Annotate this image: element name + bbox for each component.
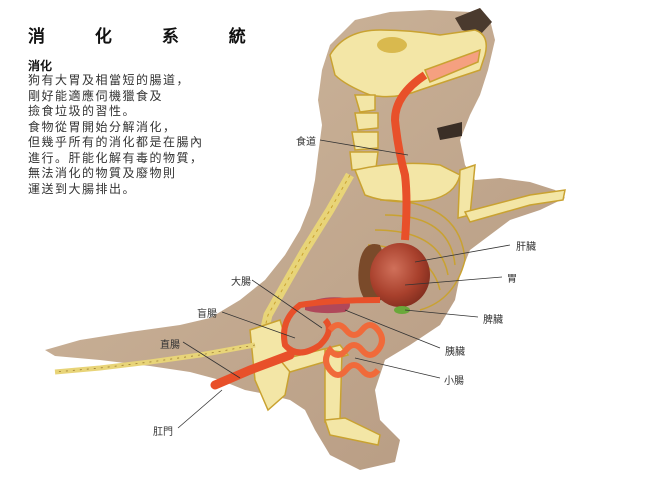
leader-lines — [177, 139, 511, 429]
label-large-intestine: 大腸 — [231, 277, 251, 288]
digestive-organs — [210, 71, 430, 390]
description-line: 運送到大腸排出。 — [28, 181, 137, 196]
label-stomach: 胃 — [507, 274, 517, 285]
rectum — [210, 350, 295, 390]
label-anus: 肛門 — [153, 427, 173, 438]
stomach — [370, 243, 430, 307]
description-text: 狗有大胃及相當短的腸道， 剛好能適應伺機獵食及 撿食垃圾的習性。 食物從胃開始分… — [28, 73, 204, 197]
fur-silhouette — [45, 8, 565, 470]
small-intestine — [323, 322, 385, 378]
label-esophagus: 食道 — [296, 137, 316, 148]
skeleton — [54, 29, 566, 446]
large-intestine — [281, 297, 381, 356]
description-line: 無法消化的物質及廢物則 — [28, 166, 177, 180]
spleen — [394, 306, 410, 314]
label-spleen: 脾臟 — [483, 315, 503, 326]
label-cecum: 盲腸 — [197, 309, 217, 320]
label-rectum: 直腸 — [160, 340, 180, 351]
esophagus — [390, 71, 428, 241]
label-liver: 肝臟 — [516, 242, 536, 253]
section-heading: 消化 — [28, 59, 53, 73]
label-pancreas: 胰臟 — [445, 347, 465, 358]
description-line: 食物從胃開始分解消化， — [28, 119, 177, 134]
description-line: 剛好能適應伺機獵食及 — [28, 88, 164, 103]
page-title: 消 化 系 統 — [28, 27, 268, 47]
description-line: 進行。肝能化解有毒的物質， — [28, 150, 204, 165]
description-line: 撿食垃圾的習性。 — [28, 104, 137, 118]
description-line: 狗有大胃及相當短的腸道， — [28, 73, 191, 87]
description-line: 但幾乎所有的消化都是在腸內 — [28, 135, 204, 149]
label-small-intestine: 小腸 — [444, 376, 464, 387]
